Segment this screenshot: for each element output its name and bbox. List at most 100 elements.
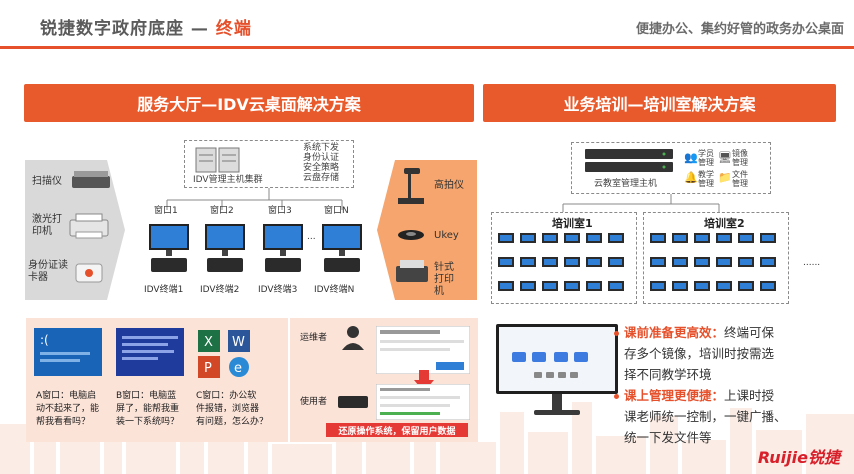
- problem-scenarios: :( X W P e A窗口：电脑启 动不起来了，能 帮我看看吗？ B窗口：电脑…: [26, 318, 288, 442]
- laser-printer-icon: [69, 213, 109, 239]
- training-network-lines: [562, 194, 720, 212]
- error-screen-icon: [116, 328, 184, 376]
- benefit-list: 课前准备更高效：终端可保 存多个镜像，培训时按需选 择不同教学环境 课上管理更便…: [614, 322, 844, 448]
- mini-terminal-icon: [338, 396, 368, 408]
- cluster-feature: 安全策略: [303, 163, 340, 173]
- caption-line: B窗口：电脑蓝: [116, 391, 177, 401]
- document-camera-icon: [398, 168, 424, 204]
- training-room-2: 培训室2: [643, 212, 789, 304]
- window-label: 窗口3: [268, 206, 292, 216]
- window-label: 窗口2: [210, 206, 234, 216]
- user-label: 使用者: [300, 397, 328, 407]
- user-group-icon: 👥: [684, 151, 698, 164]
- rooms-ellipsis: ......: [803, 258, 821, 268]
- terminal-label: IDV终端1: [144, 285, 184, 295]
- svg-text:X: X: [204, 335, 213, 350]
- feature-label: 文件管理: [732, 170, 748, 188]
- caption-line: 动不起来了，能: [36, 404, 100, 414]
- cluster-feature: 身份认证: [303, 153, 340, 163]
- idv-terminal-icon: [205, 224, 245, 272]
- device-label-id-reader: 身份证读卡器: [28, 260, 68, 283]
- benefit-item: 课前准备更高效：终端可保: [614, 322, 844, 343]
- feature-label: 学员管理: [698, 149, 714, 167]
- caption-line: C窗口：办公软: [196, 391, 257, 401]
- svg-text:P: P: [204, 361, 212, 376]
- idv-cluster-label: IDV管理主机集群: [193, 175, 263, 185]
- benefit-text: 存多个镜像，培训时按需选: [624, 346, 775, 361]
- terminal-label: IDV终端N: [314, 285, 355, 295]
- caption-line: A窗口：电脑启: [36, 391, 97, 401]
- benefit-text: 统一下发文件等: [624, 430, 712, 445]
- benefit-text: 课老师统一控制，一键广播、: [624, 409, 787, 424]
- monitor-icon: [496, 324, 618, 415]
- training-room-1: 培训室1: [491, 212, 637, 304]
- caption-line: 帮我看看吗？: [36, 417, 91, 427]
- caption-line: 装一下系统吗？: [116, 417, 180, 427]
- page-title: 锐捷数字政府底座 — 终端: [40, 14, 252, 39]
- idv-diagram: 扫描仪 激光打印机 身份证读卡器 高拍仪 Ukey 针式打印机 IDV管理主机集…: [22, 140, 477, 310]
- classroom-cluster-box: 云教室管理主机 👥 学员管理 🖥 镜像管理 🔔 教学管理 📁 文件管理: [571, 142, 771, 194]
- header-divider: [0, 46, 854, 49]
- benefit-item: 课上管理更便捷：上课时授: [614, 385, 844, 406]
- device-label-laser-printer: 激光打印机: [32, 214, 62, 237]
- svg-text:W: W: [232, 335, 245, 350]
- device-label-scanner: 扫描仪: [32, 176, 62, 187]
- terminal-label: IDV终端3: [258, 285, 298, 295]
- bullet-dot: [614, 331, 619, 336]
- ops-person-icon: [342, 326, 364, 350]
- benefit-highlight: 课前准备更高效：: [624, 325, 725, 340]
- device-label-dot-printer: 针式打印机: [434, 262, 454, 297]
- page-title-prefix: 锐捷数字政府底座 —: [40, 19, 216, 39]
- idv-solution-banner: 服务大厅—IDV云桌面解决方案: [24, 84, 474, 122]
- svg-text::(: :(: [40, 333, 49, 347]
- ops-label: 运维者: [300, 333, 328, 343]
- feature-label: 镜像管理: [732, 149, 748, 167]
- ukey-icon: [398, 230, 424, 240]
- svg-text:e: e: [234, 361, 242, 376]
- image-icon: 🖥: [718, 151, 732, 164]
- device-label-camera: 高拍仪: [434, 180, 464, 191]
- network-lines: [166, 188, 343, 210]
- training-diagram: 云教室管理主机 👥 学员管理 🖥 镜像管理 🔔 教学管理 📁 文件管理 培训室1: [483, 140, 843, 315]
- cluster-feature: 云盘存储: [303, 173, 340, 183]
- id-card-reader-icon: [75, 263, 103, 283]
- caption-line: 屏了，能帮我重: [116, 404, 180, 414]
- caption-line: 有问题，怎么办？: [196, 417, 269, 427]
- ruijie-logo: Ruijie锐捷: [757, 448, 840, 467]
- idv-terminal-icon: [263, 224, 303, 272]
- pc-grid-icon: [650, 233, 776, 291]
- bullet-dot: [614, 394, 619, 399]
- server-cluster-icon: [195, 147, 240, 173]
- restore-banner: 还原操作系统，保留用户数据: [326, 423, 468, 437]
- scanner-icon: [72, 171, 110, 188]
- benefit-text: 择不同教学环境: [624, 367, 712, 382]
- window-label: 窗口N: [324, 206, 349, 216]
- terminal-label: IDV终端2: [200, 285, 240, 295]
- caption-line: 件报错，浏览器: [196, 404, 260, 414]
- dot-matrix-printer-icon: [396, 260, 428, 282]
- page-subtitle: 便捷办公、集约好管的政务办公桌面: [635, 22, 844, 37]
- classroom-cluster-label: 云教室管理主机: [594, 179, 658, 189]
- room-title: 培训室2: [704, 217, 745, 230]
- idv-cluster-box: IDV管理主机集群 系统下发 身份认证 安全策略 云盘存储: [184, 140, 354, 188]
- ellipsis: ...: [307, 232, 316, 242]
- user-dialog-icon: [376, 384, 470, 420]
- idv-terminal-icon: [322, 224, 362, 272]
- teaching-icon: 🔔: [684, 171, 698, 184]
- pc-grid-icon: [498, 233, 624, 291]
- office-apps-icon: X W P e: [198, 330, 250, 378]
- restore-flow: 运维者 使用者 还原操作系统，保留用户数据: [290, 318, 478, 442]
- benefit-text: 上课时授: [724, 388, 775, 403]
- benefit-text: 终端可保: [724, 325, 775, 340]
- window-label: 窗口1: [154, 206, 178, 216]
- benefit-highlight: 课上管理更便捷：: [624, 388, 725, 403]
- admin-dialog-icon: [376, 326, 470, 374]
- file-icon: 📁: [718, 171, 732, 184]
- arrow-down-icon: [414, 370, 434, 392]
- device-label-ukey: Ukey: [434, 230, 459, 241]
- bsod-screen-icon: :(: [34, 328, 102, 376]
- cluster-feature: 系统下发: [303, 143, 340, 153]
- feature-label: 教学管理: [698, 170, 714, 188]
- training-solution-banner: 业务培训—培训室解决方案: [483, 84, 836, 122]
- idv-terminal-icon: [149, 224, 189, 272]
